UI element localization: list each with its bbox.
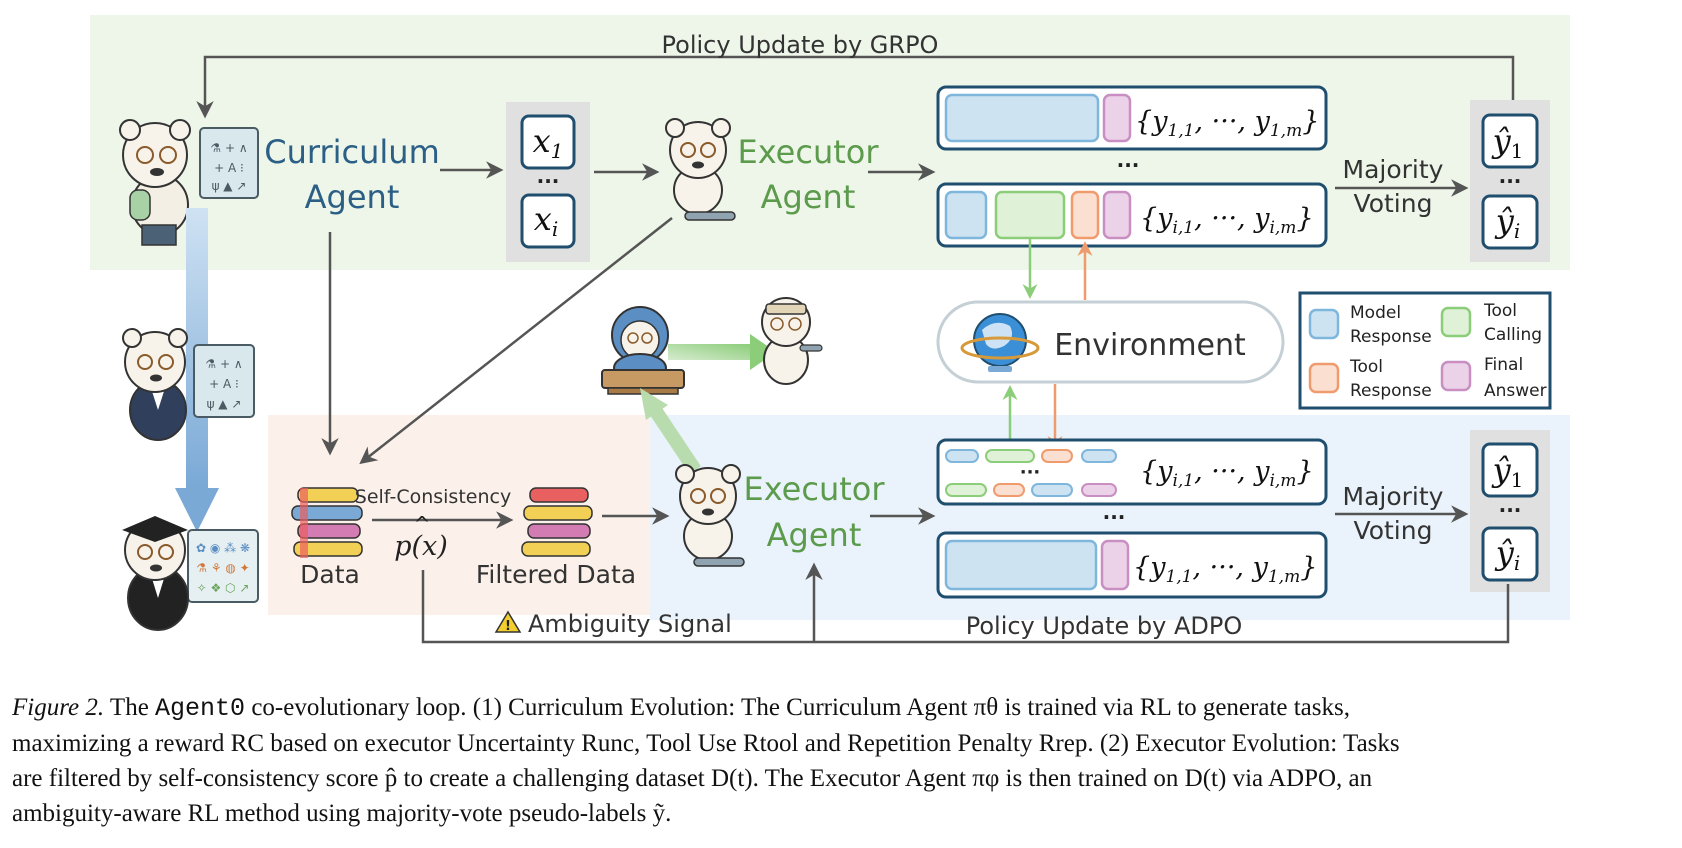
caption-code: Agent0 [155, 694, 246, 723]
bear-professor-icon: ⚗ + ∧ + A ⁝ ψ ▲ ↗ [122, 328, 255, 441]
executor-agent-label-1: Executor [737, 133, 879, 171]
self-consistency-label: Self-Consistency [355, 486, 511, 508]
answer-yi-box-top [1481, 194, 1539, 250]
filtered-data-label: Filtered Data [476, 560, 636, 589]
voting-label-bottom-1: Majority [1343, 482, 1444, 511]
p-hat-caret: ^ [414, 512, 431, 536]
final-answer-block [1100, 539, 1130, 591]
answer-y1-box-top [1481, 113, 1539, 169]
arrow-executor-to-data [359, 217, 673, 465]
answers-dots-bottom: ··· [1499, 498, 1522, 522]
environment-label: Environment [1054, 328, 1246, 363]
svg-text:⚗ + ∧: ⚗ + ∧ [210, 141, 247, 155]
tasks-dots: ··· [537, 169, 560, 193]
p-hat-label: p(x) [394, 531, 448, 562]
response-i-text-bottom: {yi,1, ···, yi,m} [1140, 456, 1314, 491]
data-label: Data [300, 560, 360, 589]
svg-text:Calling: Calling [1484, 325, 1542, 345]
task-x1-box [520, 114, 576, 170]
caption-line-2: maximizing a reward RC based on executor… [12, 730, 1400, 757]
bear-engineer-icon [761, 297, 823, 385]
response-1-text-bottom: {y1,1, ···, y1,m} [1133, 552, 1317, 587]
books-icon [521, 487, 593, 557]
voting-label-top-1: Majority [1343, 155, 1444, 184]
svg-text:Tool: Tool [1349, 357, 1383, 377]
voting-label-top-2: Voting [1354, 189, 1433, 218]
svg-text:⚗ ⚘ ◍ ✦: ⚗ ⚘ ◍ ✦ [196, 561, 249, 575]
legend-box [1298, 291, 1552, 410]
svg-text:+ A ⁝: + A ⁝ [214, 161, 244, 175]
svg-text:Response: Response [1350, 381, 1432, 401]
caption-figure-label: Figure 2. [12, 694, 105, 721]
bear-student-icon [601, 306, 685, 395]
svg-text:Final: Final [1484, 355, 1523, 375]
legend-item-final-answer: Final Answer [1440, 355, 1547, 401]
tool-calling-block [994, 190, 1066, 240]
answer-yi-box-bottom [1481, 526, 1539, 582]
agent0-diagram: Policy Update by GRPO ⚗ + ∧ + A ⁝ ψ ▲ ↗ … [90, 15, 1570, 644]
multi-turn-dots: ··· [1020, 462, 1041, 483]
svg-text:✧ ❖ ⬡ ↗: ✧ ❖ ⬡ ↗ [197, 581, 250, 595]
bear-executor-icon [665, 118, 736, 221]
svg-text:Model: Model [1350, 303, 1401, 323]
environment-box [936, 300, 1285, 384]
responses-dots-top: ··· [1117, 153, 1140, 177]
svg-text:Tool: Tool [1483, 301, 1517, 321]
warning-icon: ! [494, 610, 522, 634]
model-response-block [944, 539, 1098, 591]
globe-icon [960, 313, 1040, 372]
final-answer-block [1102, 190, 1132, 240]
grpo-loop-line [196, 55, 1515, 119]
executor-agent-label-bottom-1: Executor [743, 470, 885, 508]
svg-text:!: ! [505, 619, 511, 634]
tool-response-block [1070, 190, 1100, 240]
final-answer-block [1102, 93, 1132, 143]
promote-arrow [640, 388, 701, 474]
bear-executor-icon [675, 464, 745, 567]
books-icon [291, 487, 363, 558]
caption-line-4: ambiguity-aware RL method using majority… [12, 800, 672, 827]
legend-item-model-response: Model Response [1308, 303, 1432, 347]
svg-text:✿ ◉ ⁂ ❋: ✿ ◉ ⁂ ❋ [196, 541, 250, 555]
voting-label-bottom-2: Voting [1354, 516, 1433, 545]
model-response-block [944, 190, 988, 240]
svg-text:Response: Response [1350, 327, 1432, 347]
bear-graduate-icon: ✿ ◉ ⁂ ❋ ⚗ ⚘ ◍ ✦ ✧ ❖ ⬡ ↗ [122, 516, 259, 631]
executor-agent-label-bottom-2: Agent [767, 516, 862, 554]
curriculum-agent-label-1: Curriculum [264, 133, 439, 171]
task-xi-box [520, 193, 576, 249]
ambiguity-signal-label: Ambiguity Signal [528, 610, 732, 638]
responses-dots-bottom: ··· [1103, 505, 1126, 529]
figure-caption: Figure 2. The Agent0 co-evolutionary loo… [12, 690, 1662, 831]
svg-text:Answer: Answer [1484, 381, 1547, 401]
upgrade-arrow [668, 334, 776, 370]
adpo-loop-line [421, 570, 1510, 644]
multi-turn-blocks [945, 449, 1117, 497]
answers-dots-top: ··· [1499, 169, 1522, 193]
svg-text:ψ ▲ ↗: ψ ▲ ↗ [212, 179, 247, 193]
grpo-label: Policy Update by GRPO [662, 31, 939, 59]
legend-item-tool-calling: Tool Calling [1440, 301, 1542, 345]
answer-y1-box-bottom [1481, 442, 1539, 498]
svg-text:+ A ⁝: + A ⁝ [209, 377, 239, 391]
svg-text:ψ ▲ ↗: ψ ▲ ↗ [207, 397, 242, 411]
svg-text:⚗ + ∧: ⚗ + ∧ [205, 357, 242, 371]
legend-item-tool-response: Tool Response [1308, 357, 1432, 401]
executor-agent-label-2: Agent [761, 178, 856, 216]
curriculum-agent-label-2: Agent [305, 178, 400, 216]
caption-line-1: Figure 2. The Agent0 co-evolutionary loo… [12, 694, 1350, 723]
adpo-label: Policy Update by ADPO [966, 612, 1243, 640]
caption-line-3: are filtered by self-consistency score p… [12, 765, 1373, 792]
model-response-block [944, 93, 1100, 143]
bear-teacher-icon: ⚗ + ∧ + A ⁝ ψ ▲ ↗ [119, 119, 259, 246]
